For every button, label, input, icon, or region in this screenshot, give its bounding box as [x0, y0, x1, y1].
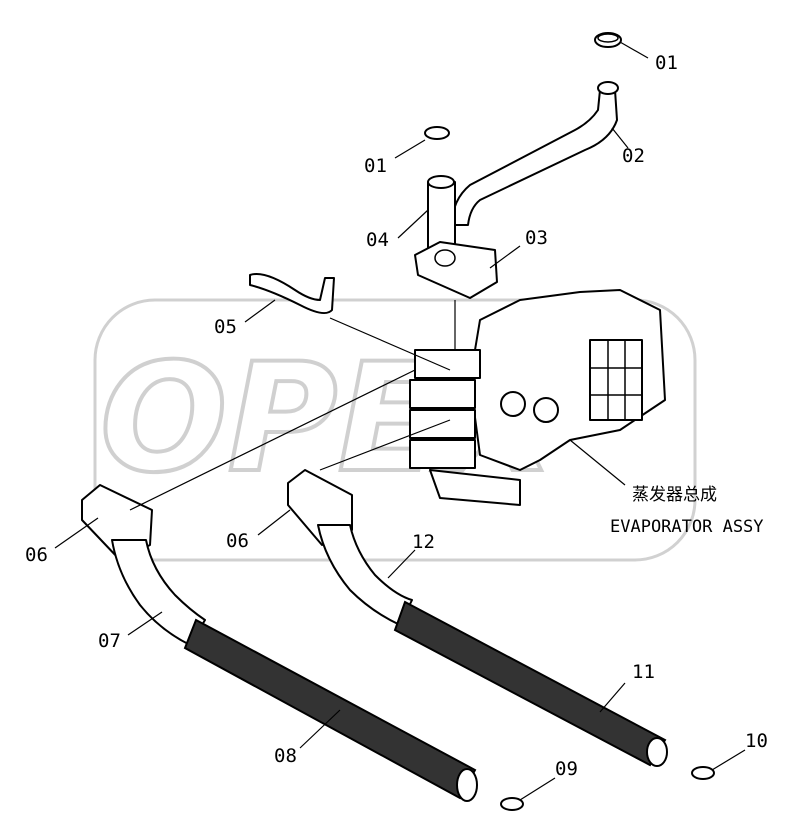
callout-12: 12 — [412, 531, 435, 553]
callout-06-left: 06 — [25, 544, 48, 566]
callout-06-right: 06 — [226, 530, 249, 552]
callout-03: 03 — [525, 227, 548, 249]
part-07-duct-left — [111, 539, 206, 646]
part-09-clamp-left — [500, 797, 524, 811]
callout-07: 07 — [98, 630, 121, 652]
evaporator-assembly — [409, 289, 666, 506]
callout-08: 08 — [274, 745, 297, 767]
part-01-clamp-middle — [424, 126, 450, 140]
part-02-duct — [451, 81, 619, 226]
callout-05: 05 — [214, 316, 237, 338]
callout-01-middle: 01 — [364, 155, 387, 177]
part-05-hose — [249, 273, 335, 315]
leader-lines — [54, 41, 746, 801]
part-11-hose-right — [393, 600, 668, 767]
callout-09: 09 — [555, 758, 578, 780]
part-10-clamp-right — [691, 766, 715, 780]
connection-lines — [129, 300, 456, 511]
part-01-clamp-top — [594, 32, 622, 48]
part-04-duct — [427, 175, 456, 259]
callout-02: 02 — [622, 145, 645, 167]
part-08-hose-left — [183, 618, 478, 802]
assembly-label-en: EVAPORATOR ASSY — [610, 517, 764, 537]
callout-11: 11 — [632, 661, 655, 683]
callout-01-top: 01 — [655, 52, 678, 74]
assembly-label: 蒸发器总成 EVAPORATOR ASSY — [610, 485, 764, 537]
callouts: 01 02 01 04 03 05 06 06 07 08 09 10 11 1… — [25, 52, 768, 780]
callout-10: 10 — [745, 730, 768, 752]
part-03-adapter — [414, 241, 498, 299]
callout-04: 04 — [366, 229, 389, 251]
assembly-label-cn: 蒸发器总成 — [632, 485, 717, 505]
watermark-frame — [93, 298, 697, 562]
part-12-duct-right — [317, 524, 413, 626]
